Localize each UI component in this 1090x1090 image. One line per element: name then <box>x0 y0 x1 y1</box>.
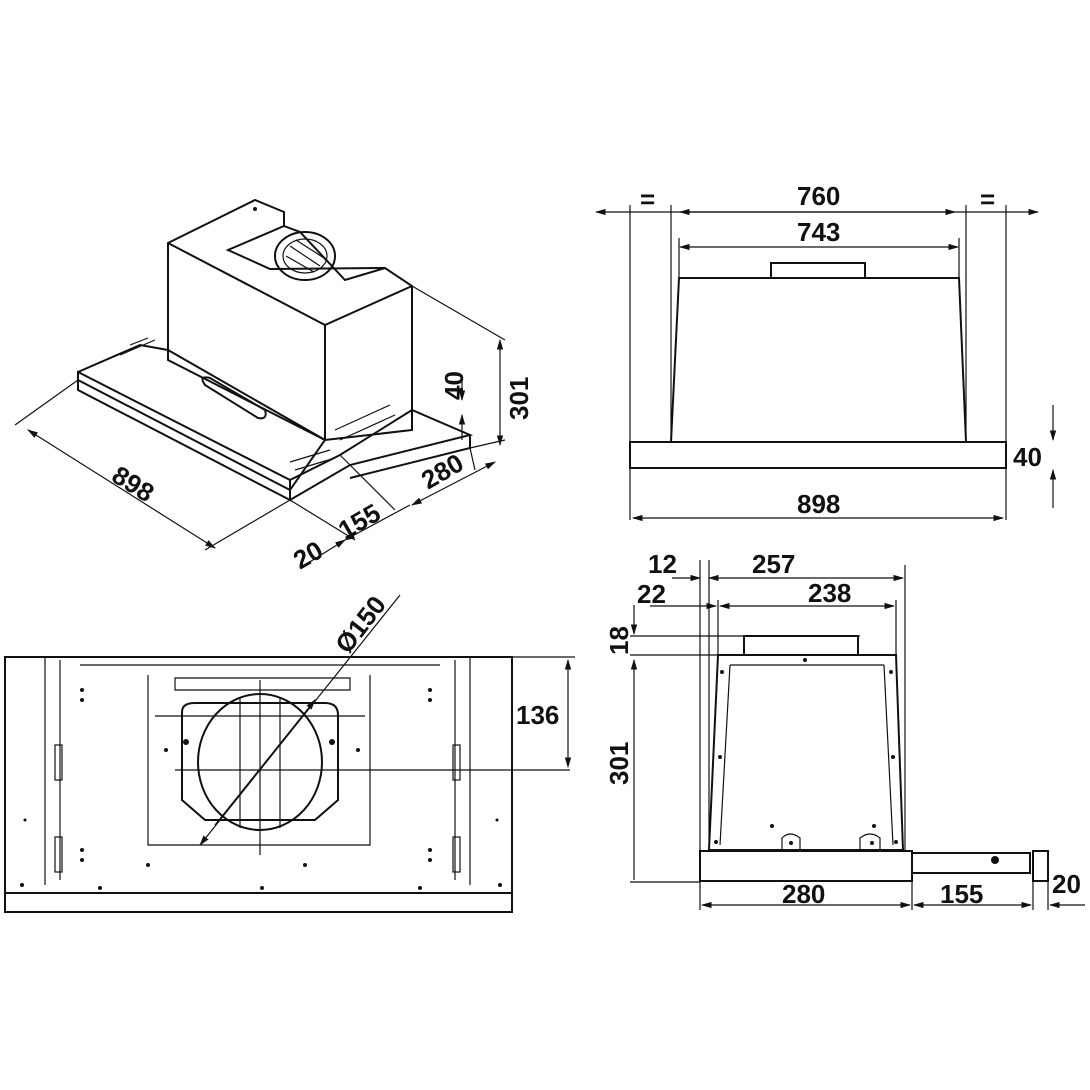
inner-offset-label: 22 <box>637 579 666 609</box>
iso-front-thickness-label: 20 <box>288 535 328 575</box>
top-width-label: 257 <box>752 549 795 579</box>
duct-diameter-label: Ø150 <box>329 590 392 659</box>
side-view: 12 257 22 238 18 301 280 155 20 <box>604 549 1085 910</box>
fan-icon <box>274 231 336 281</box>
duct-offset-label: 136 <box>516 700 559 730</box>
equal-left-label: = <box>640 184 655 214</box>
side-drawer-label: 155 <box>940 879 983 909</box>
top-offset-label: 12 <box>648 549 677 579</box>
collar-height-label: 18 <box>604 626 634 655</box>
inner-width-label: 743 <box>797 217 840 247</box>
iso-panel-height-label: 40 <box>439 371 469 400</box>
side-height-label: 301 <box>604 742 634 785</box>
iso-height-label: 301 <box>504 377 534 420</box>
bottom-width-label: 898 <box>797 489 840 519</box>
outer-width-label: 760 <box>797 181 840 211</box>
equal-right-label: = <box>980 184 995 214</box>
iso-depth-label: 280 <box>416 448 469 496</box>
front-view: = = 760 743 898 40 <box>594 181 1057 522</box>
side-depth-label: 280 <box>782 879 825 909</box>
isometric-view: 898 301 40 280 155 20 <box>14 198 534 575</box>
mounting-holes <box>20 688 502 890</box>
iso-drawer-label: 155 <box>333 498 386 546</box>
panel-height-label: 40 <box>1013 442 1042 472</box>
side-front-thickness-label: 20 <box>1052 869 1081 899</box>
bottom-view: Ø150 136 <box>4 590 575 913</box>
inner-width-label: 238 <box>808 578 851 608</box>
iso-width-label: 898 <box>107 460 160 508</box>
